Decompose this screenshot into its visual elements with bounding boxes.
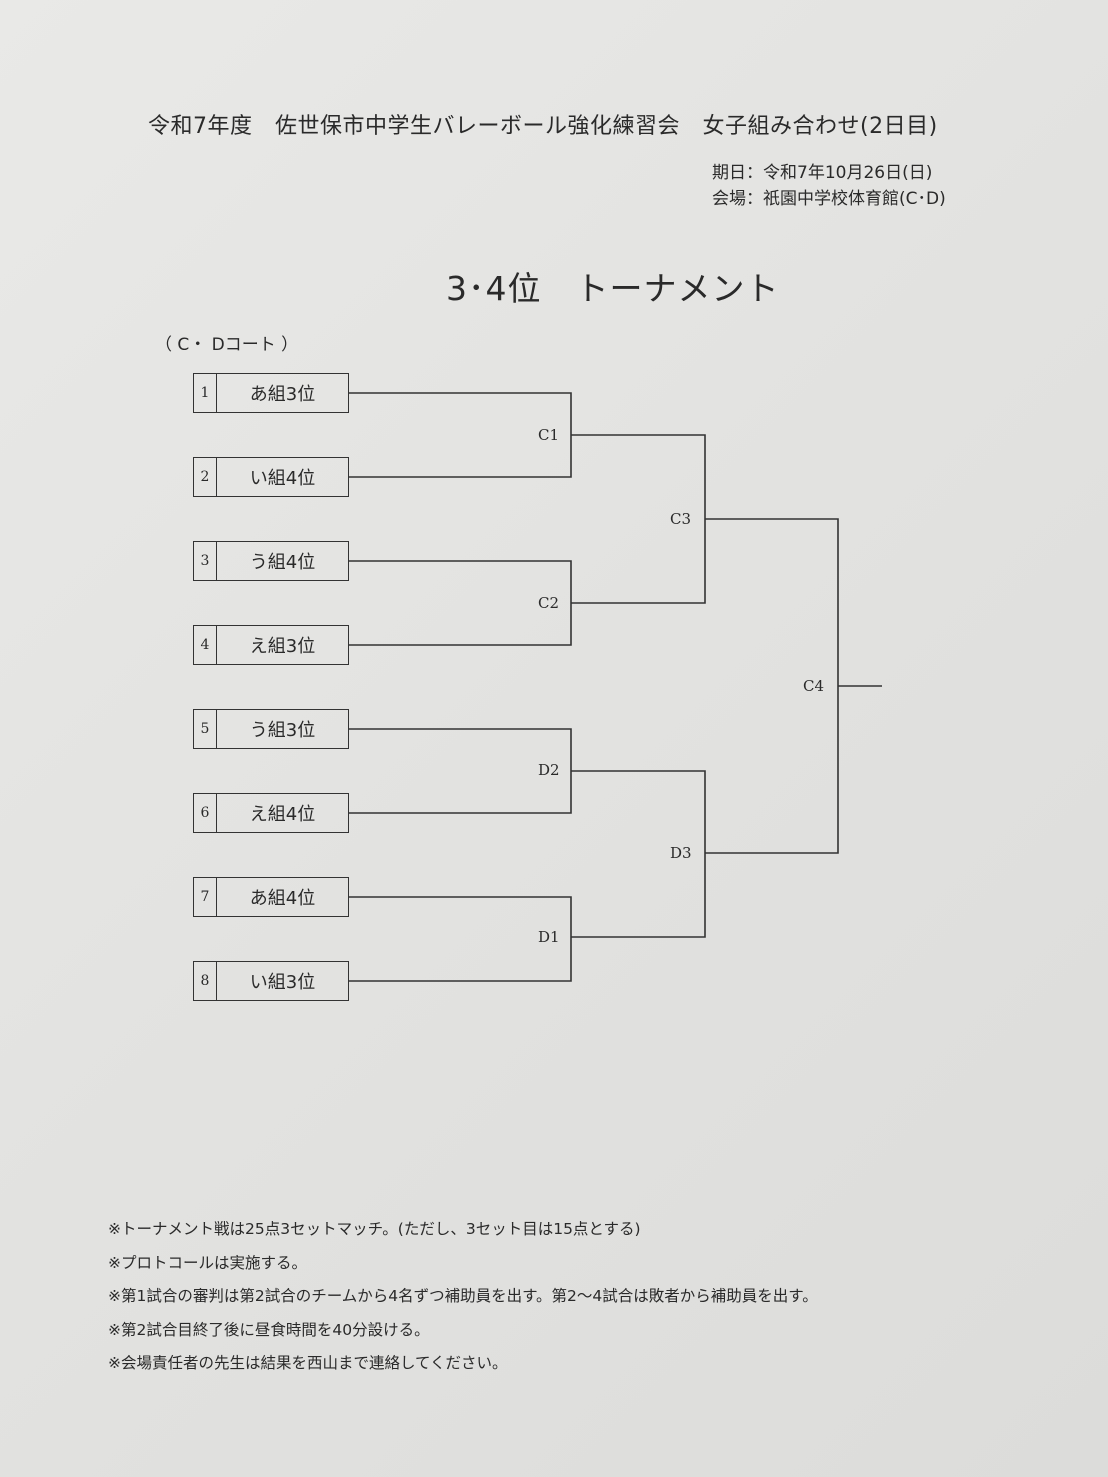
match-label-d2: D2 [538,761,560,779]
seed-number: 2 [194,458,217,496]
team-name: え組4位 [249,804,316,825]
team-slot-3: 3 う組4位 [193,541,349,581]
team-name: あ組4位 [249,888,316,909]
notes: ※トーナメント戦は25点3セットマッチ。(ただし、3セット目は15点とする) ※… [108,1213,818,1381]
team-name: い組3位 [249,972,316,993]
seed-number: 8 [194,962,217,1000]
event-venue: 会場：祇園中学校体育館(C･D) [712,189,946,209]
team-name: う組3位 [249,720,316,741]
team-name: い組4位 [249,468,316,489]
team-slot-7: 7 あ組4位 [193,877,349,917]
team-name: あ組3位 [249,384,316,405]
document-title: 令和7年度 佐世保市中学生バレーボール強化練習会 女子組み合わせ(2日目) [148,114,938,139]
match-label-c2: C2 [538,594,560,612]
match-label-d1: D1 [538,928,560,946]
team-slot-2: 2 い組4位 [193,457,349,497]
team-slot-4: 4 え組3位 [193,625,349,665]
court-label: （ C・ Dコート ） [155,335,299,355]
team-slot-6: 6 え組4位 [193,793,349,833]
team-name: え組3位 [249,636,316,657]
bracket-heading: 3･4位 トーナメント [446,269,780,308]
team-name: う組4位 [249,552,316,573]
note-item: ※第1試合の審判は第2試合のチームから4名ずつ補助員を出す。第2～4試合は敗者か… [108,1287,818,1305]
match-label-c1: C1 [538,426,560,444]
seed-number: 3 [194,542,217,580]
seed-number: 1 [194,374,217,412]
note-item: ※プロトコールは実施する。 [108,1253,307,1272]
team-slot-5: 5 う組3位 [193,709,349,749]
seed-number: 5 [194,710,217,748]
match-label-c4: C4 [803,677,825,695]
match-label-c3: C3 [670,510,692,528]
seed-number: 7 [194,878,217,916]
note-item: ※トーナメント戦は25点3セットマッチ。(ただし、3セット目は15点とする) [108,1220,641,1238]
match-label-d3: D3 [670,844,692,862]
seed-number: 4 [194,626,217,664]
team-slot-1: 1 あ組3位 [193,373,349,413]
note-item: ※第2試合目終了後に昼食時間を40分設ける。 [108,1320,430,1339]
note-item: ※会場責任者の先生は結果を西山まで連絡してください。 [108,1354,508,1372]
event-date: 期日：令和7年10月26日(日) [712,163,933,183]
seed-number: 6 [194,794,217,832]
team-slot-8: 8 い組3位 [193,961,349,1001]
